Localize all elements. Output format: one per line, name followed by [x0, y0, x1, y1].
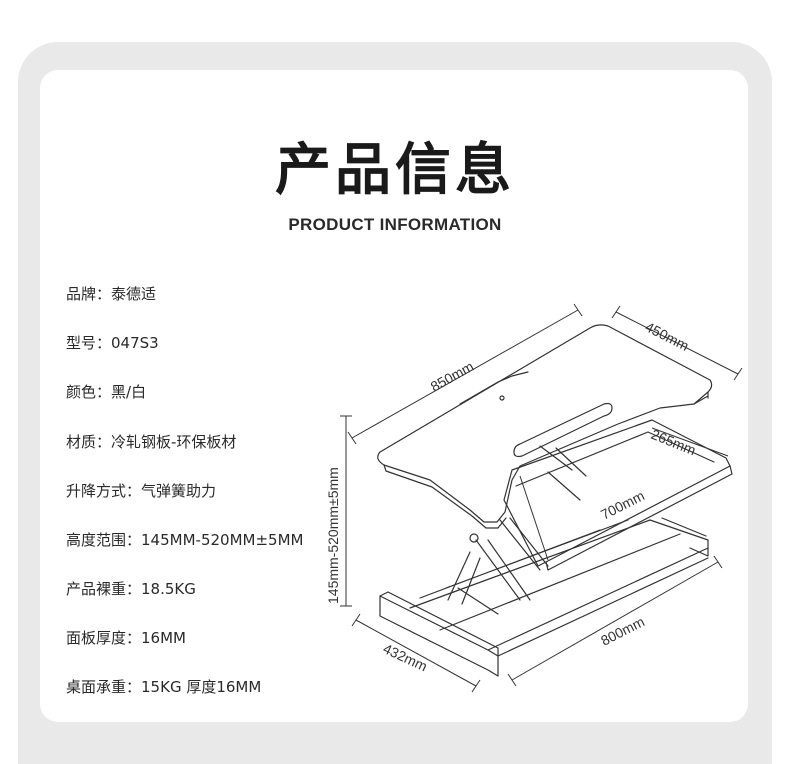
- spec-label: 升降方式：: [66, 482, 142, 500]
- spec-value: 145MM-520MM±5MM: [141, 531, 304, 549]
- spec-value: 047S3: [111, 334, 159, 352]
- spec-label: 桌面承重：: [66, 678, 142, 696]
- dim-label-base-depth: 432mm: [381, 640, 430, 674]
- spec-value: 15KG 厚度16MM: [141, 678, 262, 696]
- keyboard-tray-edge: [515, 431, 733, 571]
- spec-weight: 产品裸重：18.5KG: [66, 579, 196, 599]
- base-front-bar: [379, 595, 499, 677]
- spec-load-capacity: 桌面承重：15KG 厚度16MM: [66, 677, 261, 697]
- spec-material: 材质：冷轧钢板-环保板材: [66, 432, 236, 452]
- spec-value: 气弹簧助力: [141, 482, 217, 500]
- dim-line-height: [340, 415, 352, 607]
- spec-panel-thickness: 面板厚度：16MM: [66, 628, 186, 648]
- desktop-hole: [499, 395, 505, 401]
- spec-label: 产品裸重：: [66, 580, 142, 598]
- spec-label: 型号：: [66, 334, 112, 352]
- spec-model: 型号：047S3: [66, 333, 159, 353]
- dim-label-keyboard-width: 700mm: [598, 487, 647, 522]
- spec-label: 高度范围：: [66, 531, 142, 549]
- desktop-edge: [383, 391, 709, 529]
- spec-label: 颜色：: [66, 383, 112, 401]
- spec-color: 颜色：黑/白: [66, 382, 146, 402]
- info-card: [40, 70, 748, 722]
- base-side-rail: [409, 519, 709, 657]
- spec-value: 16MM: [141, 629, 186, 647]
- desktop-surface: [377, 324, 713, 523]
- base-cross: [419, 519, 629, 599]
- desktop-cutout: [459, 371, 529, 405]
- spec-value: 黑/白: [111, 383, 147, 401]
- spec-brand: 品牌：泰德适: [66, 284, 156, 304]
- spec-label: 品牌：: [66, 285, 112, 303]
- spec-value: 18.5KG: [141, 580, 196, 598]
- base-front-bar-top: [379, 591, 499, 657]
- pivot: [469, 533, 479, 543]
- scissor-arm-back: [457, 517, 549, 615]
- dim-label-top-width: 850mm: [428, 358, 477, 395]
- dim-label-base-width: 800mm: [598, 613, 647, 648]
- spec-height-range: 高度范围：145MM-520MM±5MM: [66, 530, 303, 550]
- dim-line-850: [347, 303, 583, 445]
- base-back-bar: [649, 517, 709, 557]
- dim-line-432: [351, 613, 481, 693]
- handle-slot: [513, 402, 613, 458]
- page-subtitle: PRODUCT INFORMATION: [288, 215, 502, 234]
- dim-line-450: [611, 305, 743, 381]
- spec-label: 面板厚度：: [66, 629, 142, 647]
- spec-value: 泰德适: [111, 285, 157, 303]
- spec-label: 材质：: [66, 433, 112, 451]
- dim-line-265: [651, 427, 729, 457]
- scissor-arm: [447, 445, 587, 605]
- spec-lift-method: 升降方式：气弹簧助力: [66, 481, 216, 501]
- dim-label-height-range: 145mm-520mm±5mm: [325, 467, 341, 604]
- dim-line-800: [507, 555, 723, 687]
- spec-value: 冷轧钢板-环保板材: [111, 433, 237, 451]
- dim-line-700: [519, 475, 549, 561]
- keyboard-tray: [503, 419, 731, 567]
- page-title: 产品信息: [275, 138, 515, 203]
